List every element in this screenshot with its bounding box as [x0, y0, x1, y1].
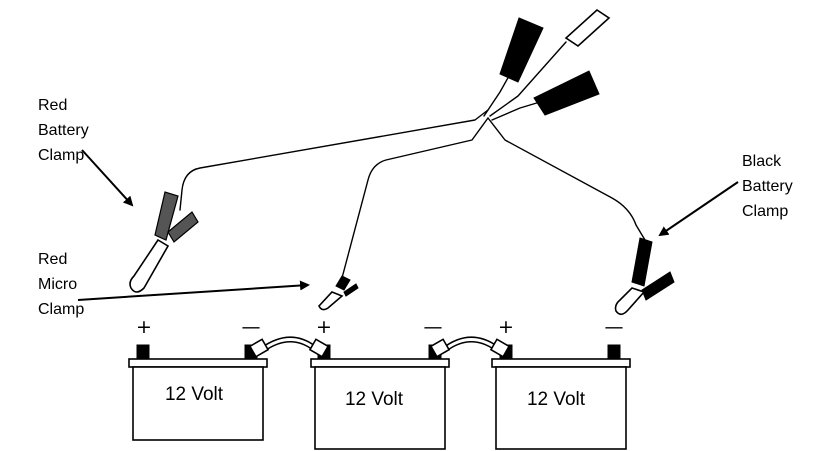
black-plug-lower — [533, 70, 600, 116]
battery-2-voltage-label: 12 Volt — [345, 389, 404, 410]
cable-harness — [179, 8, 646, 279]
label-red-battery-clamp: Red Battery Clamp — [38, 97, 89, 164]
battery-3-positive-sign: + — [498, 316, 514, 338]
battery-1-voltage-label: 12 Volt — [165, 384, 224, 405]
black-plug-upper — [499, 17, 544, 83]
black-battery-clamp — [614, 237, 675, 316]
red-micro-clamp-grip-upper — [335, 275, 351, 291]
jumper-cable-1-2-end-left — [248, 338, 270, 358]
jumper-cable-2-3-end-left — [429, 338, 451, 358]
wire-to-plugs — [483, 41, 567, 121]
red-micro-clamp-jaw — [318, 291, 344, 311]
battery-3-voltage-label: 12 Volt — [527, 389, 586, 410]
jumper-cable-1-2-end-right — [308, 338, 330, 358]
label-black-battery-clamp-line2: Battery — [742, 178, 793, 195]
jumper-cable-2-3-end-right — [489, 338, 511, 358]
arrow-red-micro-clamp — [77, 280, 310, 301]
label-red-battery-clamp-line2: Battery — [38, 122, 89, 139]
battery-2-lid — [310, 358, 450, 368]
wire-black-battery — [487, 117, 646, 241]
jumper-cable-1-2 — [248, 336, 330, 358]
red-battery-clamp-jaw — [129, 238, 170, 293]
white-plug — [564, 8, 611, 48]
red-battery-clamp-grip-upper — [154, 191, 179, 241]
battery-3-negative-post — [607, 344, 621, 361]
arrow-red-battery-clamp — [81, 149, 134, 207]
battery-3: + — 12 Volt — [491, 316, 631, 450]
battery-3-body — [495, 366, 627, 450]
battery-1-negative-sign: — — [242, 316, 261, 338]
battery-2-body — [314, 366, 446, 450]
red-micro-clamp — [318, 275, 359, 311]
label-red-battery-clamp-line1: Red — [38, 97, 67, 114]
battery-2-negative-sign: — — [424, 316, 443, 338]
battery-2: + — 12 Volt — [310, 316, 450, 450]
black-battery-clamp-jaw — [614, 287, 646, 316]
wire-red-micro — [341, 117, 489, 279]
black-battery-clamp-grip-upper — [631, 237, 653, 287]
wire-red-battery — [179, 109, 489, 211]
battery-1-positive-post — [136, 344, 150, 361]
label-black-battery-clamp: Black Battery Clamp — [742, 153, 793, 220]
black-battery-clamp-grip-lower — [641, 271, 675, 301]
battery-2-positive-sign: + — [316, 316, 332, 338]
battery-1-body — [132, 366, 264, 441]
label-red-micro-clamp-line3: Clamp — [38, 301, 84, 318]
battery-1-lid — [128, 358, 268, 368]
label-red-battery-clamp-line3: Clamp — [38, 147, 84, 164]
label-black-battery-clamp-line1: Black — [742, 153, 782, 170]
battery-1-positive-sign: + — [136, 316, 152, 338]
battery-1: + — 12 Volt — [128, 316, 268, 441]
red-battery-clamp-grip-lower — [167, 211, 199, 243]
red-battery-clamp — [129, 191, 199, 293]
label-red-micro-clamp: Red Micro Clamp — [38, 251, 84, 318]
battery-3-lid — [491, 358, 631, 368]
battery-3-negative-sign: — — [605, 316, 624, 338]
jumper-cable-2-3 — [429, 336, 511, 358]
arrow-black-battery-clamp — [658, 181, 739, 237]
label-black-battery-clamp-line3: Clamp — [742, 203, 788, 220]
label-red-micro-clamp-line2: Micro — [38, 276, 77, 293]
label-red-micro-clamp-line1: Red — [38, 251, 67, 268]
red-micro-clamp-grip-lower — [343, 283, 359, 297]
